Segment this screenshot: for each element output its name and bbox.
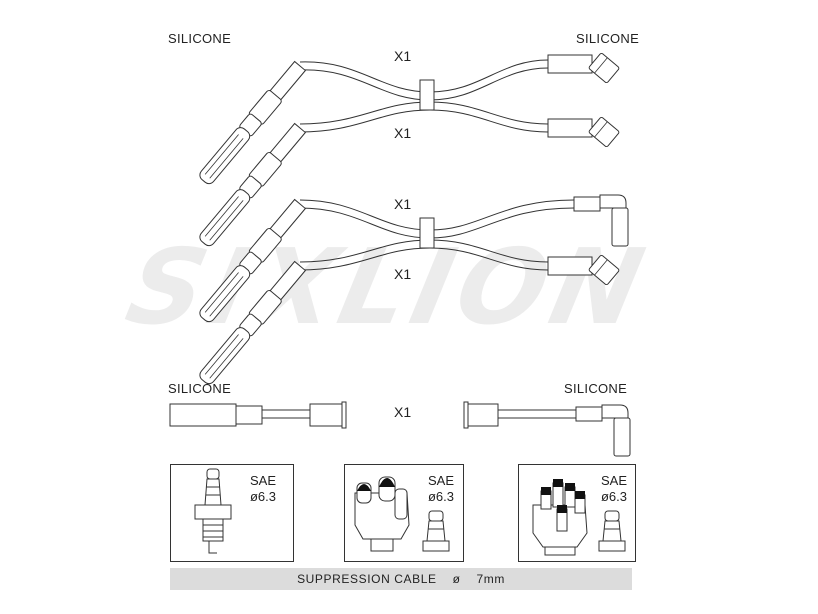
terminal-type-label: SAE (600, 473, 627, 488)
diameter-symbol: ø (452, 572, 461, 586)
quantity-lead-1: X1 (394, 48, 412, 64)
quantity-lead-5: X1 (394, 404, 412, 420)
quantity-lead-3: X1 (394, 196, 412, 212)
quantity-lead-4: X1 (394, 266, 412, 282)
distributor-multi-icon (532, 479, 626, 556)
cable-type-label: SUPPRESSION CABLE (297, 572, 437, 586)
terminal-diameter-label: ø6.3 (427, 489, 454, 504)
suppression-cable-spec: SUPPRESSION CABLE ø 7mm (170, 568, 632, 590)
lead-pair-1 (196, 52, 621, 250)
terminal-type-label: SAE (427, 473, 454, 488)
label-silicone-bottom-right: SILICONE (564, 381, 628, 396)
cable-size-label: 7mm (476, 572, 505, 586)
distributor-cap-icon (354, 476, 450, 552)
terminal-box-spark-plug: SAE ø6.3 (170, 464, 294, 562)
label-silicone-top-left: SILICONE (168, 31, 232, 46)
terminal-diameter-label: ø6.3 (249, 489, 276, 504)
quantity-lead-2: X1 (394, 125, 412, 141)
lead-pair-2 (196, 194, 629, 388)
terminal-box-distributor: SAE ø6.3 (344, 464, 464, 562)
spark-plug-icon (194, 468, 232, 554)
terminal-box-distributor-multi: SAE ø6.3 (518, 464, 636, 562)
label-silicone-top-right: SILICONE (576, 31, 640, 46)
terminal-diameter-label: ø6.3 (600, 489, 627, 504)
coil-lead (169, 401, 631, 457)
terminal-type-label: SAE (249, 473, 276, 488)
label-silicone-bottom-left: SILICONE (168, 381, 232, 396)
